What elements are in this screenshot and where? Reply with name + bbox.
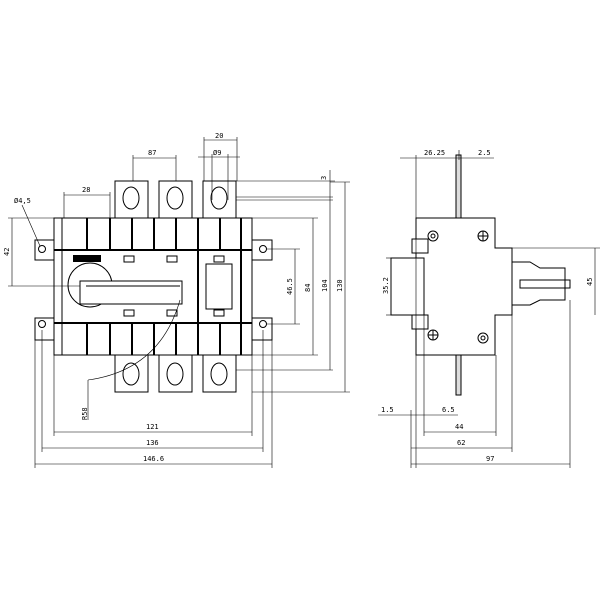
side-handle [511, 261, 566, 306]
dim-146-6: 146.6 [143, 455, 164, 463]
dim-130: 130 [336, 279, 344, 292]
dim-97: 97 [486, 455, 494, 463]
dim-d4-5: Ø4,5 [14, 197, 31, 205]
side-body [415, 217, 513, 356]
dim-26-25: 26.25 [424, 149, 445, 157]
dim-84: 84 [304, 284, 312, 292]
operating-handle [79, 280, 183, 305]
dim-42: 42 [3, 248, 11, 256]
side-dimensions: 26.25 2.5 35.2 1.5 6.5 44 62 97 45 [378, 149, 600, 468]
dim-35-2: 35.2 [382, 277, 390, 294]
dim-87: 87 [148, 149, 156, 157]
dim-121: 121 [146, 423, 159, 431]
dim-46-5: 46.5 [286, 278, 294, 295]
front-view [34, 180, 273, 393]
dim-1-5: 1.5 [381, 406, 394, 414]
dim-d9: Ø9 [213, 149, 221, 157]
dim-20: 20 [215, 132, 223, 140]
dim-6-5: 6.5 [442, 406, 455, 414]
terminals [114, 180, 237, 393]
dim-r58: R58 [81, 407, 89, 420]
dim-136: 136 [146, 439, 159, 447]
dim-2-5: 2.5 [478, 149, 491, 157]
front-dimensions: 121 136 146.6 42 28 87 20 Ø9 3 Ø4,5 46.5… [3, 132, 350, 468]
dim-104: 104 [321, 279, 329, 292]
dim-44: 44 [455, 423, 463, 431]
dim-62: 62 [457, 439, 465, 447]
dim-3: 3 [320, 176, 328, 180]
mount-hole-icon [38, 245, 46, 253]
pole-dividers [61, 218, 242, 355]
side-view [390, 154, 571, 396]
dim-28: 28 [82, 186, 90, 194]
din-rail [390, 257, 425, 316]
dim-45: 45 [586, 278, 594, 286]
